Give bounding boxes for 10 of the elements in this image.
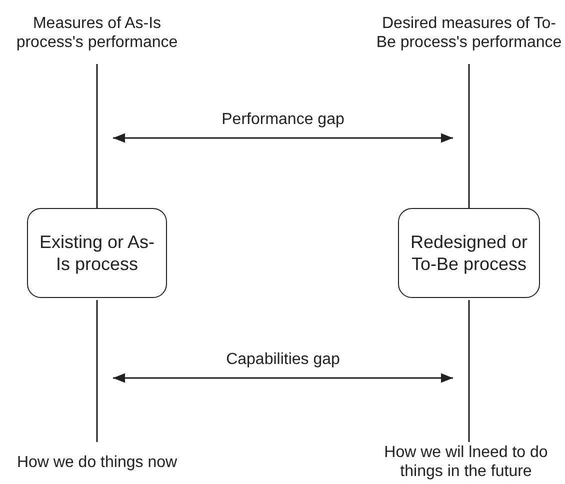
caption-text: Measures of As-Is process's performance bbox=[2, 4, 192, 62]
connector-line bbox=[468, 64, 470, 208]
connector-line bbox=[96, 64, 98, 208]
connector-line bbox=[468, 300, 470, 442]
process-box: Redesigned or To-Be process bbox=[398, 208, 540, 298]
process-box: Existing or As-Is process bbox=[27, 208, 167, 298]
caption-text: How we do things now bbox=[2, 442, 192, 482]
caption-text: Desired measures of To-Be process's performance bbox=[374, 4, 564, 62]
caption-text: How we wil lneed to do things in the future bbox=[366, 442, 565, 482]
connector-line bbox=[96, 300, 98, 442]
